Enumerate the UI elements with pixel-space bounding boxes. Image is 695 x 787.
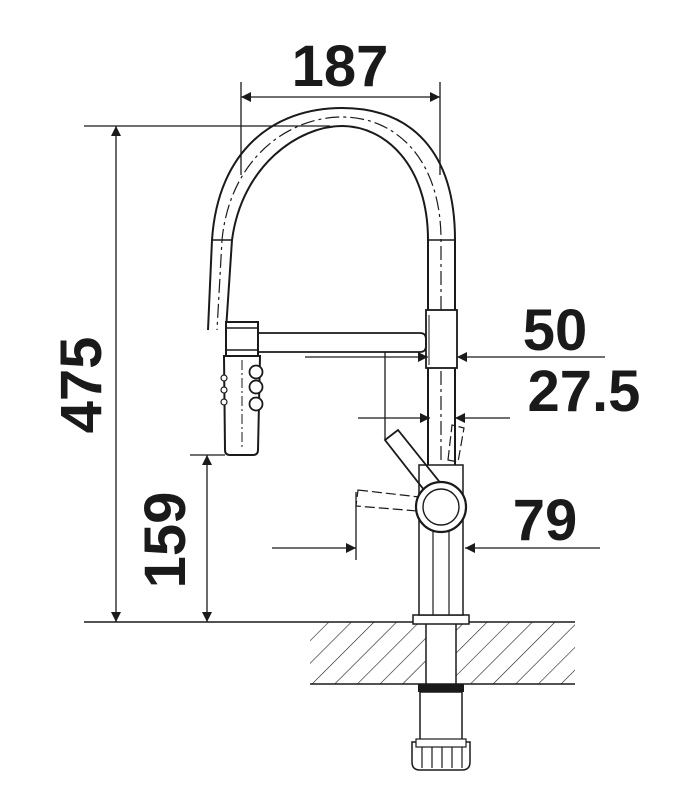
dimension-height-label: 475 — [49, 337, 114, 434]
dimension-height: 475 — [49, 125, 330, 622]
dimension-lever-offset: 79 — [272, 488, 600, 560]
dimension-body-diameter: 27.5 — [358, 352, 640, 440]
dimension-width: 187 — [240, 34, 441, 175]
spray-head — [220, 321, 264, 456]
dimension-spout-height: 159 — [133, 454, 225, 622]
countertop — [84, 621, 575, 685]
spray-holder-arm — [258, 332, 427, 353]
dimension-width-label: 187 — [292, 34, 389, 99]
dimension-spout-height-label: 159 — [133, 492, 198, 589]
dimension-lever-offset-label: 79 — [513, 488, 578, 553]
mixer-cartridge — [414, 480, 468, 534]
mounting-shank — [411, 684, 471, 771]
spout-tube — [207, 106, 458, 465]
dimension-spout-diameter: 50 — [305, 298, 605, 363]
dimension-body-diameter-label: 27.5 — [528, 359, 641, 424]
dimension-spout-diameter-label: 50 — [523, 298, 588, 363]
